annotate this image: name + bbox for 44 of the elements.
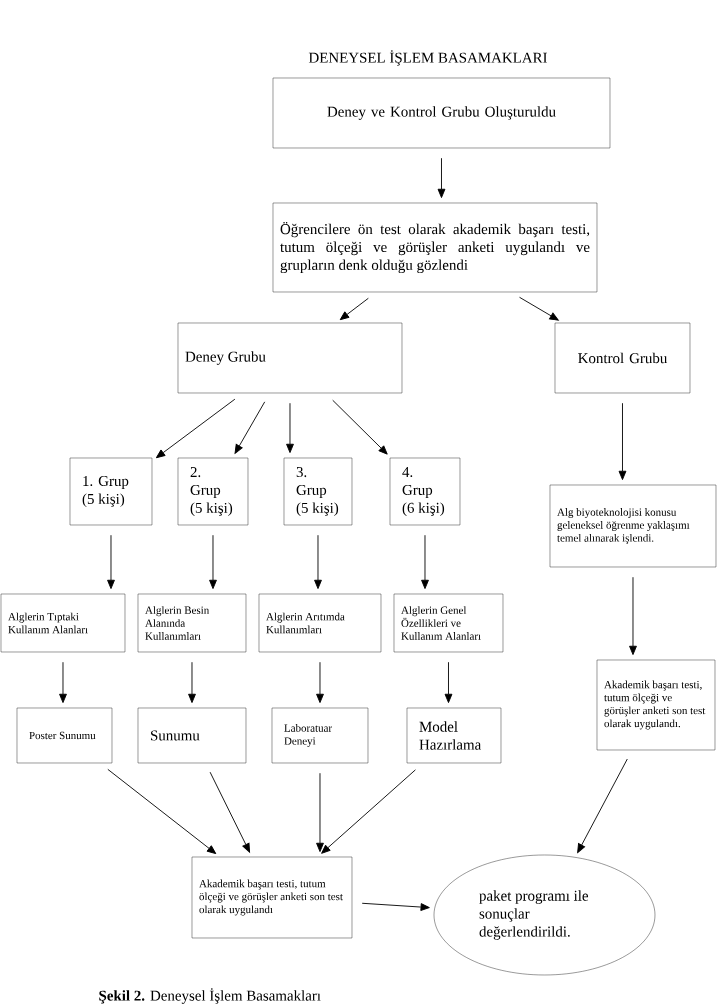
process-box: Alglerin Arıtımda Kullanımları: [258, 593, 382, 653]
process-box: Alg biyoteknolojisi konusu geleneksel öğrenme yaklaşımı temel alınarak işlendi.: [549, 484, 717, 568]
process-box: Laboratuar Deneyi: [271, 707, 369, 764]
process-box: Deney Grubu: [177, 322, 403, 394]
arrow: [188, 661, 196, 704]
arrow: [59, 661, 67, 704]
process-box: Alglerin Tıptaki Kullanım Alanları: [0, 593, 126, 653]
process-box: Alglerin Genel Özellikleri ve Kullanım Alanları: [393, 593, 504, 653]
arrow: [321, 769, 416, 854]
arrow: [234, 401, 266, 454]
process-box: Deney ve Kontrol Grubu Oluşturuldu: [272, 77, 611, 149]
process-box: 3. Grup (5 kişi): [283, 457, 353, 526]
arrow: [618, 402, 627, 481]
title: DENEYSEL İŞLEM BASAMAKLARI: [308, 50, 547, 66]
process-box: Model Hazırlama: [406, 707, 502, 764]
process-box: 2. Grup (5 kişi): [177, 457, 249, 526]
arrow: [286, 402, 294, 454]
arrow: [107, 768, 217, 855]
arrow: [316, 772, 324, 853]
process-box: Alglerin Besin Alanında Kullanımları: [137, 593, 247, 653]
process-box: Akademik başarı testi, tutum ölçeği ve görüşler anketi son test olarak uygulandı: [191, 856, 353, 939]
caption: Şekil 2. Deneysel İşlem Basamakları: [99, 988, 321, 1004]
process-box: Öğrencilere ön test olarak akademik başarı testi, tutum ölçeği ve görüşler anketi uygulandı ve grupların denk olduğu gözlendi: [272, 202, 598, 293]
arrow: [209, 771, 251, 853]
arrow: [314, 534, 322, 590]
arrow: [209, 534, 217, 590]
process-box: 1. Grup (5 kişi): [69, 457, 153, 526]
arrow: [316, 661, 324, 704]
arrow: [444, 661, 453, 704]
arrow: [361, 902, 430, 911]
arrow: [107, 534, 115, 590]
arrow: [519, 296, 559, 321]
process-box: 4. Grup (6 kişi): [389, 457, 461, 526]
process-box: Sunumu: [137, 707, 247, 764]
arrow: [421, 534, 429, 590]
arrow: [577, 758, 628, 853]
arrow: [629, 576, 637, 656]
process-box: Poster Sunumu: [16, 707, 113, 764]
process-box: Akademik başarı testi, tutum ölçeği ve görüşler anketi son test olarak uygulandı.: [596, 659, 716, 751]
arrow: [437, 157, 446, 199]
process-box: Kontrol Grubu: [554, 322, 691, 394]
arrow: [155, 398, 236, 459]
arrow: [332, 399, 388, 455]
arrow: [339, 297, 369, 321]
